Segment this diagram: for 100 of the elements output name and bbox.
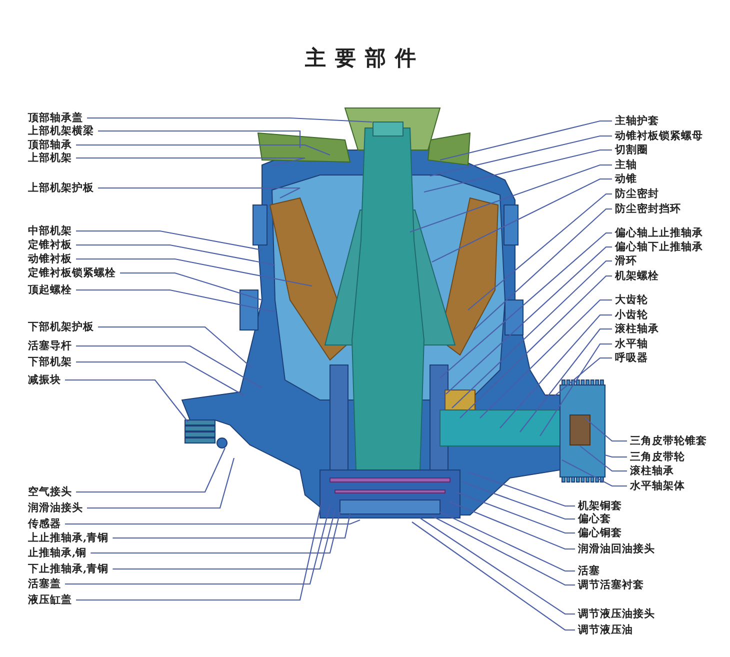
- leader-line: [462, 481, 575, 520]
- leader-line: [76, 230, 262, 251]
- part-label: 偏心铜套: [578, 527, 622, 539]
- leader-line: [76, 289, 276, 313]
- part-label: 下部机架护板: [28, 321, 94, 333]
- leader-line: [520, 328, 612, 432]
- part-label: 定锥衬板锁紧螺栓: [28, 267, 116, 279]
- leader-line: [120, 272, 262, 301]
- part-label: 活塞: [578, 565, 600, 577]
- leader-line: [580, 446, 627, 472]
- leader-line: [468, 193, 612, 310]
- part-label: 减振块: [28, 374, 61, 386]
- part-label: 调节液压油: [578, 624, 633, 636]
- leader-line: [452, 260, 612, 408]
- leader-line: [480, 299, 612, 418]
- part-label: 液压缸盖: [28, 594, 72, 606]
- leader-line: [65, 519, 360, 525]
- part-label: 大齿轮: [615, 294, 648, 306]
- part-label: 主轴: [615, 159, 637, 171]
- leader-line: [90, 512, 341, 554]
- part-label: 切割圈: [615, 144, 648, 156]
- part-label: 止推轴承,铜: [28, 547, 87, 559]
- part-label: 防尘密封: [615, 188, 659, 200]
- part-label: 空气接头: [28, 486, 72, 498]
- part-label: 顶起螺栓: [28, 284, 72, 296]
- leader-line: [87, 458, 235, 509]
- leader-line: [552, 357, 612, 398]
- leader-line: [76, 500, 323, 601]
- part-label: 活塞盖: [28, 578, 61, 590]
- title: 主要部件: [304, 44, 426, 72]
- part-label: 滚柱轴承: [630, 465, 674, 477]
- part-label: 三角皮带轮: [630, 451, 685, 463]
- leader-line: [412, 522, 575, 631]
- leader-line: [112, 510, 336, 570]
- part-label: 顶部轴承: [28, 139, 72, 151]
- part-label: 上部机架横梁: [28, 125, 94, 137]
- part-label: 动锥衬板锁紧螺母: [615, 130, 703, 142]
- part-label: 机架螺栓: [615, 270, 659, 282]
- leader-line: [432, 516, 575, 586]
- leader-line: [430, 135, 612, 177]
- leader-line: [450, 502, 575, 550]
- part-label: 下止推轴承,青铜: [28, 563, 109, 575]
- part-label: 水平轴架体: [630, 480, 685, 492]
- part-label: 动锥: [615, 173, 637, 185]
- part-label: 顶部轴承盖: [28, 112, 83, 124]
- leader-line: [500, 314, 612, 428]
- part-label: 调节液压油接头: [578, 608, 655, 620]
- leader-line: [604, 454, 627, 458]
- leader-line: [98, 187, 301, 198]
- part-label: 上止推轴承,青铜: [28, 532, 109, 544]
- part-label: 小齿轮: [615, 309, 648, 321]
- part-label: 偏心轴下止推轴承: [615, 241, 703, 253]
- leader-line: [112, 514, 351, 539]
- leader-line: [540, 343, 612, 436]
- leader-line: [76, 157, 306, 167]
- leader-line: [98, 326, 252, 368]
- part-label: 机架铜套: [578, 500, 622, 512]
- leader-line: [65, 379, 188, 422]
- leader-line: [440, 120, 612, 161]
- part-label: 主轴护套: [615, 115, 659, 127]
- part-label: 下部机架: [28, 356, 72, 368]
- leader-line: [87, 117, 372, 123]
- part-label: 三角皮带轮锥套: [630, 435, 707, 447]
- leader-line: [460, 275, 612, 418]
- part-label: 润滑油回油接头: [578, 543, 655, 555]
- part-label: 偏心轴上止推轴承: [615, 227, 703, 239]
- part-label: 滚柱轴承: [615, 323, 659, 335]
- leader-line: [76, 244, 276, 266]
- part-label: 活塞导杆: [28, 340, 72, 352]
- leader-line: [76, 361, 246, 396]
- leader-line: [98, 130, 301, 148]
- leader-line: [65, 504, 331, 585]
- leader-line: [440, 232, 612, 378]
- part-label: 润滑油接头: [28, 502, 83, 514]
- part-label: 防尘密封挡环: [615, 203, 681, 215]
- leader-line: [410, 164, 612, 233]
- leader-line: [474, 208, 612, 330]
- leader-line: [76, 448, 226, 493]
- leader-line: [76, 345, 262, 388]
- leader-line: [584, 418, 627, 442]
- leader-line: [456, 491, 575, 534]
- leader-line: [76, 258, 312, 287]
- leader-line: [446, 246, 612, 394]
- part-label: 传感器: [28, 518, 61, 530]
- part-label: 上部机架: [28, 152, 72, 164]
- leader-line: [424, 149, 612, 193]
- leader-line: [420, 518, 575, 615]
- part-label: 调节活塞衬套: [578, 579, 644, 591]
- part-label: 呼吸器: [615, 352, 648, 364]
- leader-line: [76, 144, 330, 156]
- part-label: 定锥衬板: [28, 239, 72, 251]
- part-label: 中部机架: [28, 225, 72, 237]
- leader-line: [440, 512, 575, 572]
- part-label: 上部机架护板: [28, 182, 94, 194]
- part-label: 水平轴: [615, 338, 648, 350]
- leader-line: [432, 178, 612, 262]
- leader-line: [468, 471, 575, 507]
- part-label: 滑环: [615, 255, 637, 267]
- part-label: 动锥衬板: [28, 253, 72, 265]
- leader-line: [562, 460, 627, 487]
